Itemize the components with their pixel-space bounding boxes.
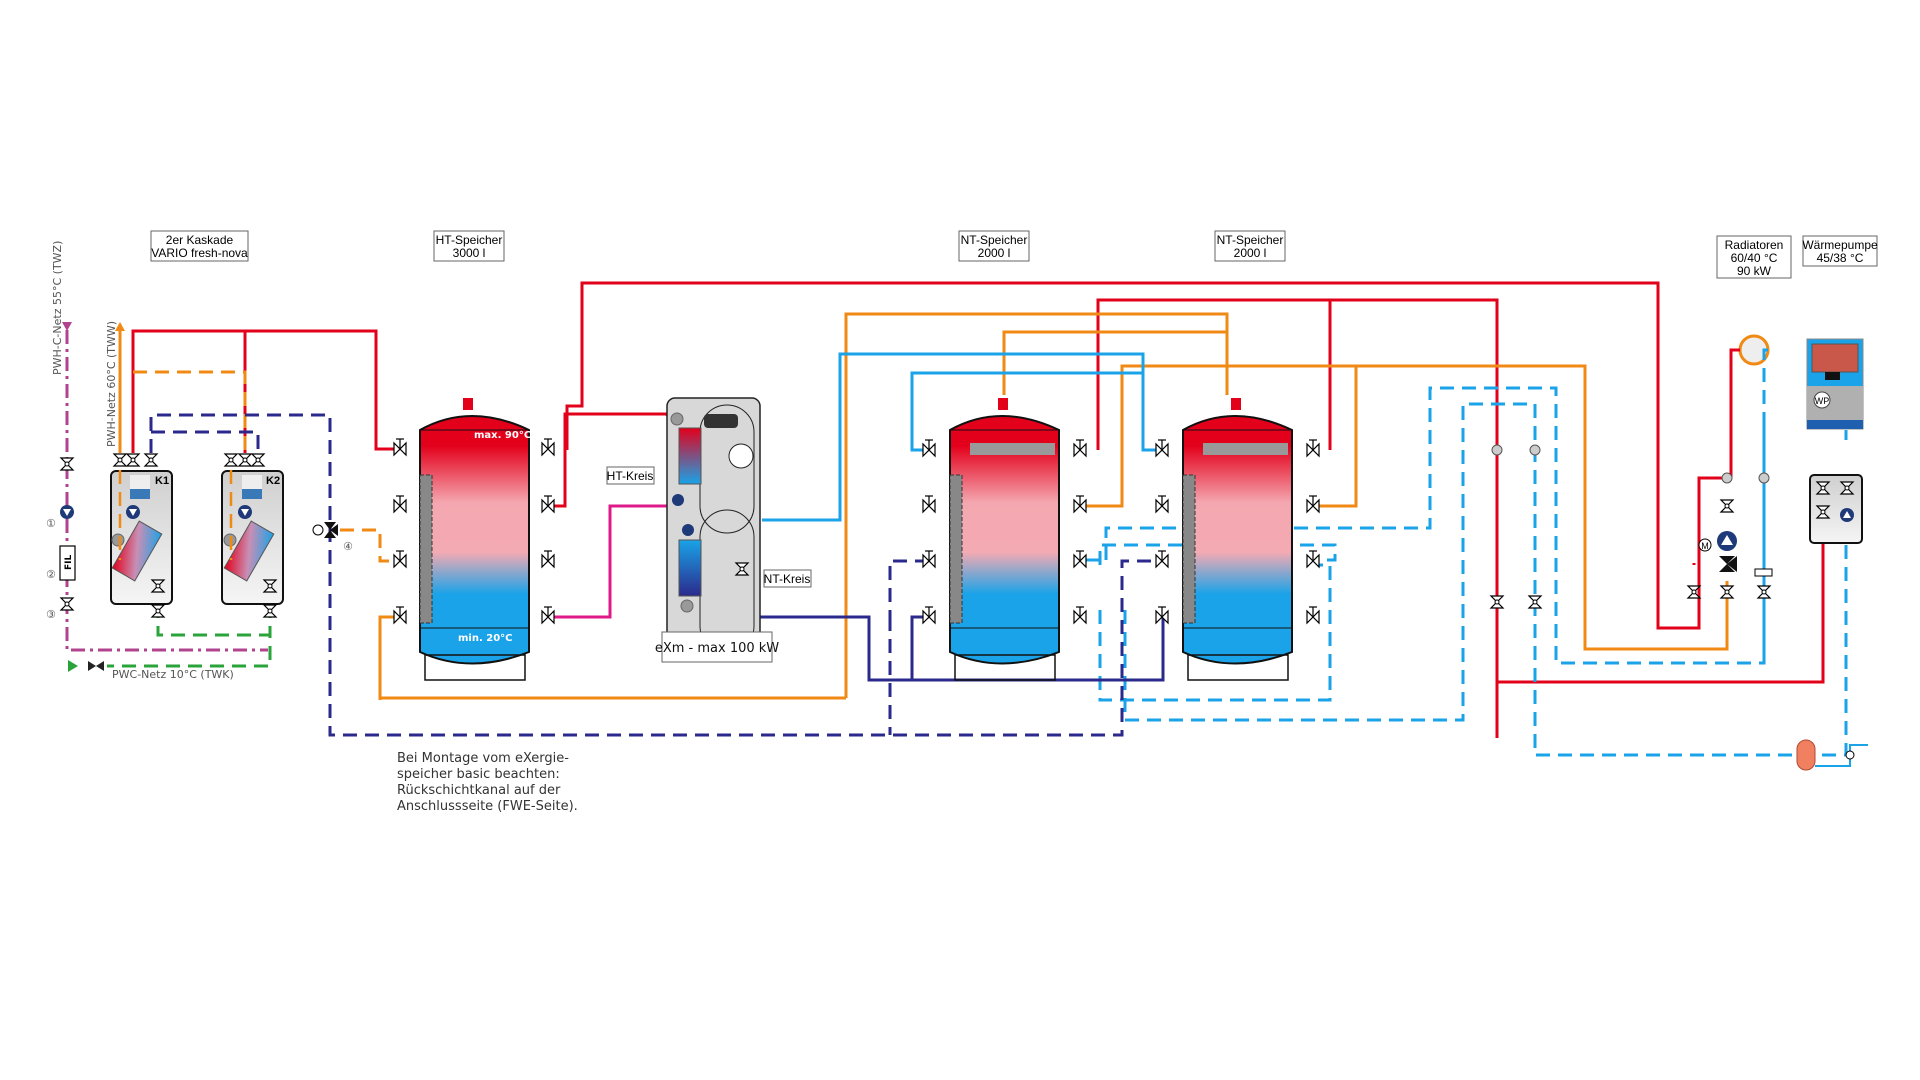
- valve-circulation[interactable]: [60, 457, 74, 471]
- tank-nt-storage-1: [922, 398, 1087, 681]
- label-nt-storage-2: NT-Speicher 2000 l: [1214, 230, 1286, 262]
- module-k1-label: K1: [155, 475, 169, 487]
- pipe-cascade-warm-return: [133, 370, 247, 453]
- pipe-ht-to-exm: [553, 412, 679, 508]
- module-k1: K1: [110, 453, 173, 618]
- pipe-nt-return-2: [910, 615, 929, 680]
- pipe-pwh-c-circulation: [65, 330, 268, 652]
- label-exm: eXm - max 100 kW: [655, 631, 779, 663]
- label-nt-storage-1: NT-Speicher 2000 l: [958, 230, 1030, 262]
- pipe-cold-return-2: [1098, 543, 1337, 565]
- pipe-return-heatpump: [1495, 479, 1825, 684]
- pipe-cold-return-1: [1104, 386, 1766, 665]
- label-nt-storage-2-line1: NT-Speicher: [1217, 233, 1284, 247]
- pipe-ht-supply-branch: [1096, 298, 1499, 738]
- radiator: [1729, 334, 1770, 480]
- label-cascade: 2er Kaskade VARIO fresh-nova: [150, 230, 249, 262]
- pipe-nt-cold-2: [910, 371, 1143, 452]
- circulation-outlet-arrow-icon: [62, 322, 72, 331]
- label-radiators-line2: 60/40 °C: [1731, 251, 1778, 265]
- pwc-inlet-arrow-icon: [68, 660, 78, 672]
- wp-badge: WP: [1815, 396, 1830, 406]
- note-line-2: speicher basic beachten:: [397, 767, 560, 782]
- pipe-cold-return-4: [1098, 563, 1332, 702]
- label-pwh-c-net: PWH-C-Netz 55°C (TWZ): [51, 241, 64, 375]
- marker-2: ②: [46, 568, 56, 581]
- note-line-1: Bei Montage vom eXergie-: [397, 751, 569, 766]
- label-pwh-net: PWH-Netz 60°C (TWW): [105, 321, 118, 447]
- pipe-warm-4: [1085, 364, 1729, 651]
- label-ht-circuit-text: HT-Kreis: [607, 469, 654, 483]
- label-cascade-line1: 2er Kaskade: [166, 233, 234, 247]
- note-line-4: Anschlussseite (FWE-Seite).: [397, 799, 578, 814]
- pipe-nt-cold-1: [810, 352, 1162, 522]
- label-pwc-net: PWC-Netz 10°C (TWK): [112, 668, 234, 681]
- pipe-radiator-supply: [1697, 476, 1725, 565]
- pipe-warm-1: [844, 312, 1229, 698]
- label-nt-circuit-text: NT-Kreis: [764, 572, 811, 586]
- label-nt-storage-1-line1: NT-Speicher: [961, 233, 1028, 247]
- tank-ht-storage: max. 90°C min. 20°C: [393, 398, 555, 681]
- label-ht-storage-line2: 3000 l: [453, 246, 486, 260]
- three-way-valve-4[interactable]: [312, 522, 338, 538]
- tank-ht-min-label: min. 20°C: [458, 633, 513, 644]
- pwh-outlet-arrow-icon: [115, 322, 125, 331]
- label-nt-circuit: NT-Kreis: [763, 569, 812, 588]
- pipe-pwc-cold: [107, 604, 272, 668]
- label-heat-pump: Wärmepumpe 45/38 °C: [1802, 235, 1878, 267]
- label-radiators-line3: 90 kW: [1737, 264, 1772, 278]
- mixing-group: M: [1687, 472, 1773, 599]
- label-ht-storage: HT-Speicher 3000 l: [433, 230, 505, 262]
- label-radiators: Radiatoren 60/40 °C 90 kW: [1716, 235, 1792, 279]
- label-heat-pump-line2: 45/38 °C: [1817, 251, 1864, 265]
- label-ht-storage-line1: HT-Speicher: [436, 233, 503, 247]
- pipe-warm-5: [1318, 366, 1358, 508]
- label-heat-pump-line1: Wärmepumpe: [1802, 238, 1878, 252]
- thermometers: [1490, 444, 1542, 609]
- tank-nt-storage-2: [1155, 398, 1320, 681]
- exm-module: [666, 397, 761, 662]
- motor-label: M: [1701, 541, 1709, 551]
- pipe-ht-supply-main: [565, 281, 1701, 630]
- filter-label: FIL: [64, 555, 74, 570]
- marker-3: ③: [46, 608, 56, 621]
- tank-ht-max-label: max. 90°C: [474, 430, 531, 441]
- label-radiators-line1: Radiatoren: [1725, 238, 1784, 252]
- pipe-cascade-supply: [131, 329, 400, 453]
- pipe-warm-3: [1002, 330, 1227, 395]
- note-line-3: Rückschichtkanal auf der: [397, 783, 561, 798]
- pipe-ht-exm-return: [553, 496, 679, 619]
- pipe-cold-return-5: [1123, 402, 1848, 757]
- pipe-ht-mix: [340, 528, 400, 563]
- marker-1: ①: [46, 517, 56, 530]
- marker-4: ④: [343, 540, 353, 553]
- valve-circulation-2[interactable]: [60, 597, 74, 611]
- module-k2: K2: [221, 453, 284, 618]
- pipe-nt-return-dashed-2: [888, 559, 929, 617]
- label-nt-storage-2-line2: 2000 l: [1234, 246, 1267, 260]
- installation-note: Bei Montage vom eXergie- speicher basic …: [397, 751, 578, 814]
- label-cascade-line2: VARIO fresh-nova: [151, 246, 248, 260]
- label-ht-circuit: HT-Kreis: [606, 466, 655, 485]
- pipe-ht-bottom: [378, 615, 400, 700]
- pipe-cascade-return: [149, 413, 1162, 737]
- heat-pump-unit: WP: [1806, 338, 1864, 430]
- filter: [59, 545, 76, 581]
- pwc-valve-icon[interactable]: [88, 661, 104, 671]
- label-exm-text: eXm - max 100 kW: [655, 641, 779, 656]
- heat-pump-hydraulic-module: [1809, 474, 1863, 544]
- pipe-cascade-return-k2: [151, 430, 260, 453]
- label-nt-storage-1-line2: 2000 l: [978, 246, 1011, 260]
- expansion-vessel: [1796, 739, 1868, 771]
- module-k2-label: K2: [266, 475, 280, 487]
